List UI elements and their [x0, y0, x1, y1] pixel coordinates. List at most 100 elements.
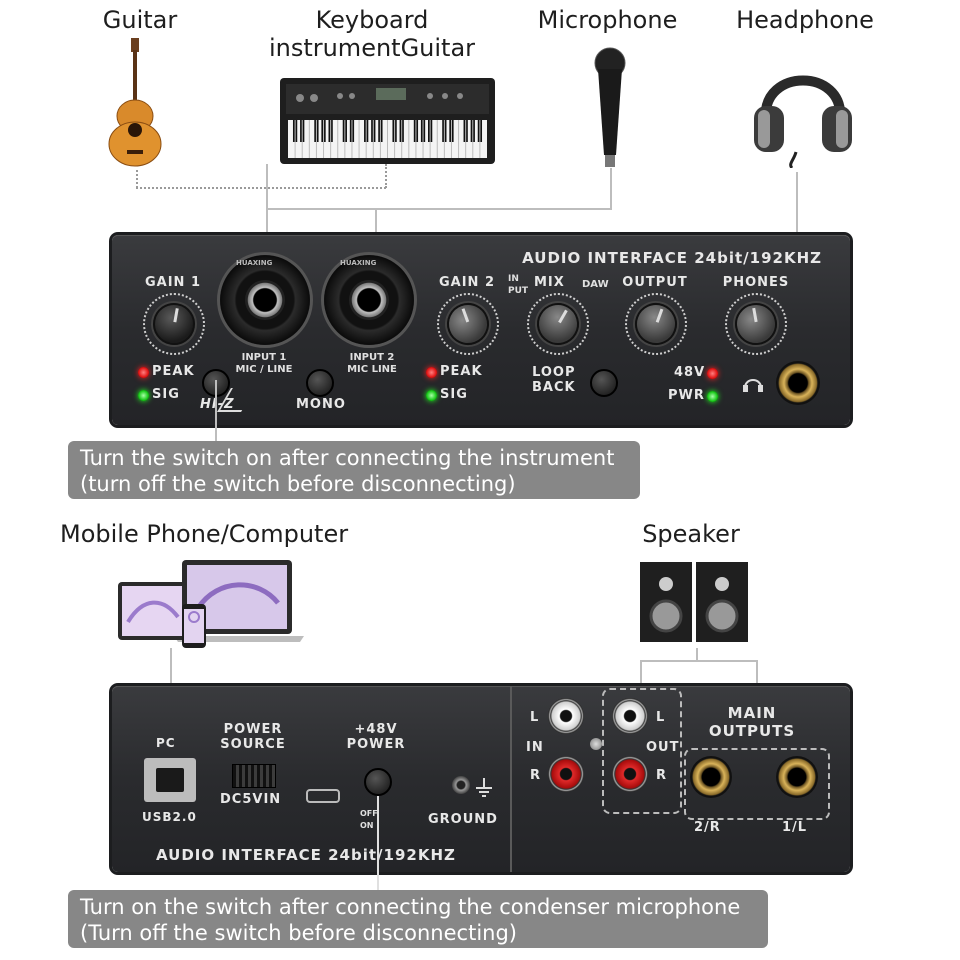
rca-in-right-jack[interactable] [548, 756, 584, 792]
phantom-power-switch[interactable] [364, 768, 392, 796]
gain2-label: GAIN 2 [438, 275, 496, 290]
keyboard-icon [280, 78, 495, 164]
phantom-power-label: +48V POWER [344, 722, 408, 752]
input1-label-line2: MIC / LINE [235, 364, 293, 375]
sig1-led [138, 390, 149, 401]
loopback-button[interactable] [590, 369, 618, 397]
main-output-1l-label: 1/L [782, 820, 808, 835]
input1-brand: HUAXING [236, 259, 273, 267]
phones-label: PHONES [722, 275, 790, 290]
phantom-power-line2: POWER [346, 737, 406, 752]
output-label: OUTPUT [622, 275, 688, 290]
mix-label: MIX [534, 275, 565, 290]
peak1-led [138, 367, 149, 378]
main-output-2r-jack[interactable] [690, 756, 732, 798]
back-panel: PC USB2.0 POWER SOURCE DC5VIN +48V POWER… [112, 686, 850, 872]
back-panel-title: AUDIO INTERFACE 24bit/192KHZ [156, 846, 456, 864]
power-source-line2: SOURCE [220, 737, 286, 752]
input1-label-line1: INPUT 1 [241, 352, 287, 363]
keyboard-label-line1: Keyboard [315, 6, 429, 34]
input2-label-line1: INPUT 2 [349, 352, 395, 363]
phones-scale [725, 293, 787, 355]
phantom-switch-states: OFF ON [360, 808, 378, 832]
laptop-icon [174, 560, 304, 642]
pc-label: PC [156, 736, 176, 750]
main-outputs-line2: OUTPUTS [708, 722, 796, 740]
sig2-label: SIG [440, 387, 468, 402]
peak2-label: PEAK [440, 364, 483, 379]
mix-in-label: IN PUT [508, 273, 528, 297]
mix-scale [527, 293, 589, 355]
gain1-scale [143, 293, 205, 355]
guitar-icon [108, 38, 162, 167]
rca-in-r-label: R [530, 768, 542, 783]
phantom-callout: Turn on the switch after connecting the … [68, 890, 768, 948]
hiz-callout-line2: (turn off the switch before disconnectin… [80, 472, 516, 496]
usb-label: USB2.0 [142, 810, 197, 824]
48v-label: 48V [674, 365, 706, 380]
sig1-label: SIG [152, 387, 180, 402]
rca-out-l-label: L [656, 710, 666, 725]
power-source-label: POWER SOURCE [218, 722, 288, 752]
panel-screw [590, 738, 602, 750]
output-scale [625, 293, 687, 355]
rca-out-label: OUT [646, 740, 680, 755]
dc-power-port[interactable] [306, 789, 340, 803]
dc5vin-label: DC5VIN [220, 792, 282, 807]
pwr-led [707, 391, 718, 402]
main-outputs-label: MAIN OUTPUTS [702, 704, 802, 740]
headphone-icon [754, 75, 852, 168]
ground-label: GROUND [428, 812, 498, 827]
power-source-line1: POWER [223, 722, 283, 737]
front-panel-title: AUDIO INTERFACE 24bit/192KHZ [522, 249, 822, 267]
hiz-callout: Turn the switch on after connecting the … [68, 441, 640, 499]
headphone-output-jack[interactable] [776, 361, 820, 405]
phantom-on-label: ON [360, 821, 374, 830]
loopback-line1: LOOP [532, 365, 576, 380]
main-output-1l-jack[interactable] [776, 756, 818, 798]
input2-combo-jack[interactable] [324, 255, 414, 345]
main-outputs-line1: MAIN [727, 704, 777, 722]
phantom-callout-line2: (Turn off the switch before disconnectin… [80, 921, 517, 945]
power-source-switch[interactable] [232, 764, 276, 788]
headphone-jack-icon [743, 379, 763, 392]
gain2-scale [437, 293, 499, 355]
phone-icon [182, 604, 206, 648]
phantom-off-label: OFF [360, 809, 378, 818]
input2-brand: HUAXING [340, 259, 377, 267]
input2-label-line2: MIC LINE [347, 364, 397, 375]
peak2-led [426, 367, 437, 378]
front-panel: AUDIO INTERFACE 24bit/192KHZ GAIN 1 HUAX… [112, 235, 850, 425]
mix-in-line1: IN [508, 274, 519, 284]
mix-daw-label: DAW [582, 279, 609, 290]
speaker-icon [640, 562, 748, 642]
peak1-label: PEAK [152, 364, 195, 379]
headphone-label: Headphone [736, 6, 874, 34]
rca-out-r-label: R [656, 768, 668, 783]
ground-terminal[interactable] [452, 776, 470, 794]
guitar-label: Guitar [102, 6, 178, 34]
phantom-power-line1: +48V [354, 722, 398, 737]
mono-label: MONO [296, 397, 346, 412]
48v-led [707, 368, 718, 379]
mono-button[interactable] [306, 369, 334, 397]
microphone-icon [594, 47, 626, 167]
keyboard-label-line2: instrumentGuitar [268, 34, 476, 62]
pwr-label: PWR [668, 388, 705, 403]
mix-in-line2: PUT [508, 286, 529, 296]
sig2-led [426, 390, 437, 401]
rca-in-label: IN [526, 740, 544, 755]
rca-out-group [602, 688, 682, 814]
rca-in-left-jack[interactable] [548, 698, 584, 734]
keyboard-label: Keyboard instrumentGuitar [262, 6, 482, 62]
input2-label: INPUT 2 MIC LINE [338, 352, 406, 376]
gain1-label: GAIN 1 [144, 275, 202, 290]
phantom-callout-line1: Turn on the switch after connecting the … [80, 895, 741, 919]
rca-out-right-jack[interactable] [612, 756, 648, 792]
usb-port-icon[interactable] [144, 758, 196, 802]
input1-combo-jack[interactable] [220, 255, 310, 345]
tablet-icon [118, 582, 186, 640]
hiz-callout-line1: Turn the switch on after connecting the … [80, 446, 615, 470]
rca-out-left-jack[interactable] [612, 698, 648, 734]
main-outputs-group [684, 748, 830, 820]
